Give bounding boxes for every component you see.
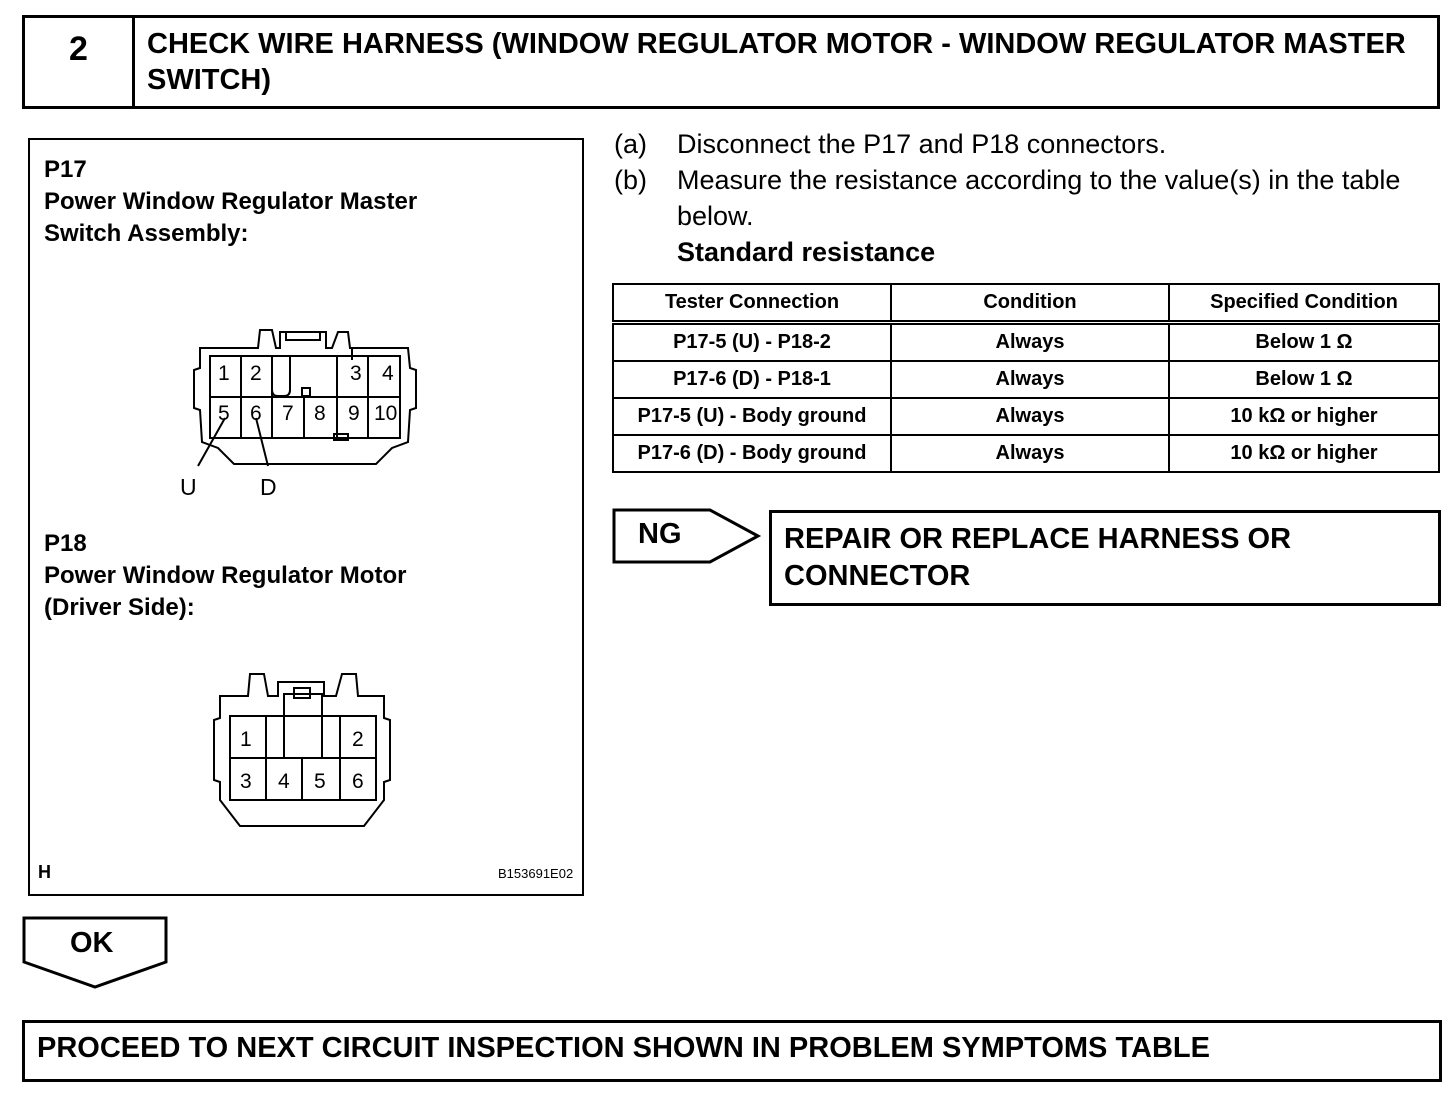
table-row: P17-6 (D) - P18-1 Always Below 1 Ω	[612, 360, 1440, 399]
p17-pin: 2	[250, 362, 262, 385]
p18-pin: 5	[314, 770, 326, 793]
resistance-table: Tester Connection Condition Specified Co…	[612, 283, 1440, 473]
table-cell: Below 1 Ω	[1168, 321, 1440, 362]
standard-resistance-heading: Standard resistance	[677, 237, 936, 267]
p17-label: P17 Power Window Regulator Master Switch…	[44, 154, 564, 250]
table-cell: P17-5 (U) - P18-2	[612, 321, 892, 362]
p18-name-line1: Power Window Regulator Motor	[44, 562, 407, 589]
step-a-marker: (a)	[614, 129, 647, 159]
p18-pin: 3	[240, 770, 252, 793]
table-cell: P17-6 (D) - Body ground	[612, 434, 892, 473]
connector-figure: P17 Power Window Regulator Master Switch…	[28, 138, 584, 896]
p17-pin: 3	[350, 362, 362, 385]
callout-d: D	[260, 474, 277, 500]
table-cell: P17-5 (U) - Body ground	[612, 397, 892, 436]
p17-pin: 9	[348, 402, 360, 425]
p17-code: P17	[44, 156, 87, 183]
table-cell: Always	[890, 360, 1170, 399]
table-cell: P17-6 (D) - P18-1	[612, 360, 892, 399]
p17-pin: 7	[282, 402, 294, 425]
table-row: P17-6 (D) - Body ground Always 10 kΩ or …	[612, 434, 1440, 473]
table-header-row: Tester Connection Condition Specified Co…	[612, 283, 1440, 325]
next-step-text: PROCEED TO NEXT CIRCUIT INSPECTION SHOWN…	[37, 1032, 1210, 1064]
ng-action-box: REPAIR OR REPLACE HARNESS OR CONNECTOR	[769, 510, 1441, 606]
table-cell: Always	[890, 321, 1170, 362]
p18-connector-diagram	[213, 673, 391, 827]
p18-label: P18 Power Window Regulator Motor (Driver…	[44, 528, 564, 624]
header-tester-connection: Tester Connection	[612, 283, 892, 325]
step-b-text: Measure the resistance according to the …	[677, 165, 1401, 231]
p17-pin: 8	[314, 402, 326, 425]
p17-pin: 10	[374, 402, 398, 425]
step-title: CHECK WIRE HARNESS (WINDOW REGULATOR MOT…	[147, 28, 1406, 96]
table-cell: Always	[890, 397, 1170, 436]
table-cell: Below 1 Ω	[1168, 360, 1440, 399]
p18-name-line2: (Driver Side):	[44, 594, 195, 621]
ng-action-text: REPAIR OR REPLACE HARNESS OR CONNECTOR	[784, 523, 1292, 592]
ok-label: OK	[70, 927, 114, 959]
table-cell: 10 kΩ or higher	[1168, 397, 1440, 436]
p18-pin: 6	[352, 770, 364, 793]
step-header: 2 CHECK WIRE HARNESS (WINDOW REGULATOR M…	[22, 15, 1440, 109]
callout-u: U	[180, 474, 197, 500]
figure-code: B153691E02	[498, 866, 574, 881]
p17-pin: 5	[218, 402, 230, 425]
p17-connector-diagram	[193, 329, 417, 467]
table-row: P17-5 (U) - Body ground Always 10 kΩ or …	[612, 397, 1440, 436]
p18-pin: 4	[278, 770, 290, 793]
header-specified-condition: Specified Condition	[1168, 283, 1440, 325]
p17-name-line1: Power Window Regulator Master	[44, 188, 418, 215]
table-cell: 10 kΩ or higher	[1168, 434, 1440, 473]
table-row: P17-5 (U) - P18-2 Always Below 1 Ω	[612, 321, 1440, 362]
ng-arrow-icon	[612, 508, 762, 564]
next-step-box: PROCEED TO NEXT CIRCUIT INSPECTION SHOWN…	[22, 1020, 1442, 1082]
ok-arrow-icon	[22, 916, 168, 989]
p17-name-line2: Switch Assembly:	[44, 220, 249, 247]
ng-label: NG	[638, 518, 682, 550]
p18-pin: 1	[240, 728, 252, 751]
p17-pin: 4	[382, 362, 394, 385]
p18-pin: 2	[352, 728, 364, 751]
header-condition: Condition	[890, 283, 1170, 325]
p18-code: P18	[44, 530, 87, 557]
table-cell: Always	[890, 434, 1170, 473]
step-b-marker: (b)	[614, 165, 647, 195]
figure-corner-letter: H	[38, 862, 51, 882]
step-a-text: Disconnect the P17 and P18 connectors.	[677, 129, 1167, 159]
step-number: 2	[25, 18, 135, 106]
p17-pin: 6	[250, 402, 262, 425]
p17-pin: 1	[218, 362, 230, 385]
